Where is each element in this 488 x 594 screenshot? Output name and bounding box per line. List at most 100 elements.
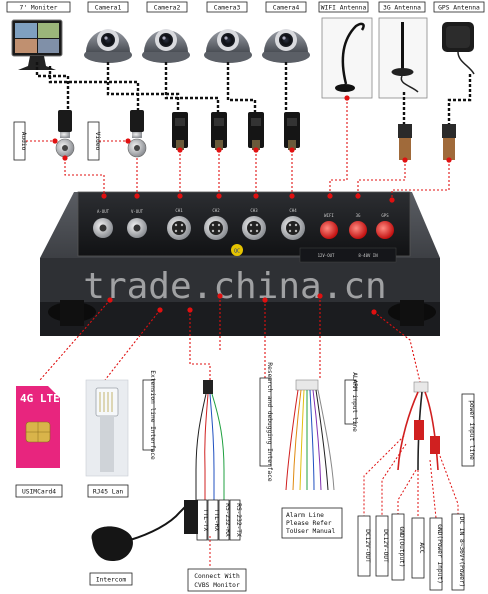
port-label-ch4: CH4 <box>289 208 297 213</box>
power-leads <box>363 435 459 519</box>
alarm-input-label: ALARM input line <box>351 372 358 432</box>
power-pin-box-5 <box>429 517 443 591</box>
wifi-label: WIFI Antenna <box>321 5 367 12</box>
bnc-connector-audio <box>55 110 75 158</box>
camera2-label: Camera2 <box>154 5 181 12</box>
g3-antenna-image <box>378 17 428 99</box>
mdvr-unit: QC <box>40 191 440 336</box>
power-pin-gnd-output: GND(Output) <box>398 527 405 568</box>
aviation-connector-ch2 <box>211 112 227 150</box>
rj45-label-box <box>87 484 129 498</box>
camera4-label: Camera4 <box>273 5 300 12</box>
port-label-ch1: CH1 <box>175 208 183 213</box>
sim-brand-label: 4G LTE <box>20 392 60 405</box>
bnc-connector-video <box>127 110 147 158</box>
power-pin-box-3 <box>391 513 405 581</box>
camera4-label-box <box>265 1 307 13</box>
gps-antenna-image <box>442 22 475 75</box>
intercom-label-box <box>89 572 133 586</box>
power-pin-box-1 <box>357 515 371 577</box>
alarm-note-box <box>281 507 343 539</box>
alarm-note-line-3: ToUser Manual <box>286 528 335 535</box>
power-pin-box-2 <box>375 515 389 577</box>
alarm-note-line-2: Please Refer <box>286 520 332 527</box>
rj45-image <box>85 379 129 477</box>
power-pin-dc-in: DC IN 8~36V+(Power) <box>458 517 465 588</box>
qc-sticker: QC <box>234 249 240 255</box>
cvbs-label-line-1: Connect With <box>194 573 240 580</box>
port-label-aout: A-OUT <box>97 209 110 214</box>
port-label-gps: GPS <box>381 213 389 218</box>
upper-red-dots <box>52 95 452 203</box>
ext-pin-box-2 <box>207 499 219 541</box>
audio-label: Audio <box>13 121 27 161</box>
watermark-text: trade.china.cn <box>83 266 386 307</box>
cvbs-label-box <box>187 568 247 592</box>
power-pin-acc: ACC <box>418 542 425 553</box>
camera2-image <box>142 29 190 63</box>
port-labels: A-OUT V-OUT CH1 CH2 CH3 CH4 WIFI 3G GPS … <box>97 208 389 258</box>
research-label-box <box>259 377 272 467</box>
port-label-3g: 3G <box>356 213 361 218</box>
power-input-label-box <box>461 393 475 467</box>
lower-red-lines <box>39 296 421 383</box>
svg-text:Audio: Audio <box>20 132 27 151</box>
monitor-label: 7' Moniter <box>20 5 58 12</box>
ext-pin-ttl-rx: TTL-RX <box>213 509 220 532</box>
camera3-label: Camera3 <box>214 5 241 12</box>
power-pin-box-6 <box>451 513 465 591</box>
aviation-connector-ch1 <box>172 112 188 150</box>
gps-label: GPS Antenna <box>438 5 480 12</box>
camera3-image <box>204 29 252 63</box>
alarm-cable-image <box>285 379 335 491</box>
cvbs-label-line-2: CVBS Monitor <box>194 582 240 589</box>
port-label-ch3: CH3 <box>250 208 258 213</box>
power-mark-8-40v: 8-40V IN <box>358 253 378 258</box>
lower-red-dots <box>107 293 377 315</box>
power-pin-box-4 <box>411 517 425 579</box>
svg-text:Video: Video <box>94 132 101 151</box>
intercom-image <box>91 500 198 562</box>
camera1-label: Camera1 <box>95 5 122 12</box>
extension-label: Extension line Interface <box>149 370 156 460</box>
alarm-input-label-box <box>344 379 357 425</box>
monitor-label-box <box>6 1 71 13</box>
top-labels: 7' Moniter Camera1 Camera2 Camera3 Camer… <box>6 1 485 13</box>
power-mark-12v: 12V-OUT <box>318 253 335 258</box>
power-input-label: power input line <box>468 400 475 460</box>
camera3-label-box <box>206 1 248 13</box>
extension-label-box <box>142 379 155 451</box>
power-pin-gnd-input: GND(Power Input) <box>436 524 443 584</box>
port-label-ch2: CH2 <box>212 208 220 213</box>
ext-pin-rs232-tx: RS-232-TX <box>235 503 242 537</box>
power-pin-dc12v-out-2: DC12V-OUT <box>382 529 389 563</box>
gps-label-box <box>433 1 485 13</box>
power-pin-dc12v-out-1: DC12V-OUT <box>364 529 371 563</box>
aviation-connector-ch3 <box>248 112 264 150</box>
camera1-image <box>84 29 132 63</box>
port-label-wifi: WIFI <box>324 213 334 218</box>
ext-pin-box-3 <box>218 499 230 541</box>
camera1-label-box <box>87 1 129 13</box>
wifi-label-box <box>318 1 369 13</box>
usim-label-box <box>15 484 63 498</box>
extension-cable-image <box>195 380 225 500</box>
g3-label: 3G Antenna <box>383 5 421 12</box>
intercom-label: Intercom <box>96 577 127 584</box>
usim-card-image: 4G LTE <box>16 386 60 468</box>
upper-connection-lines <box>35 62 472 124</box>
ext-pin-box-4 <box>229 499 241 541</box>
ext-pin-rs232-rx: RS-232-RX <box>224 503 231 537</box>
usim-label: USIMCard4 <box>22 489 56 496</box>
aviation-connector-ch4 <box>284 112 300 150</box>
rj45-label: RJ45 Lan <box>93 489 124 496</box>
port-label-vout: V-OUT <box>131 209 144 214</box>
wifi-antenna-image <box>321 17 373 99</box>
sma-connector-3g <box>398 124 412 160</box>
upper-red-arrows <box>26 98 450 200</box>
camera2-label-box <box>146 1 188 13</box>
power-cable-image <box>397 381 440 471</box>
camera4-image <box>262 29 310 63</box>
sma-connector-gps <box>442 124 456 160</box>
